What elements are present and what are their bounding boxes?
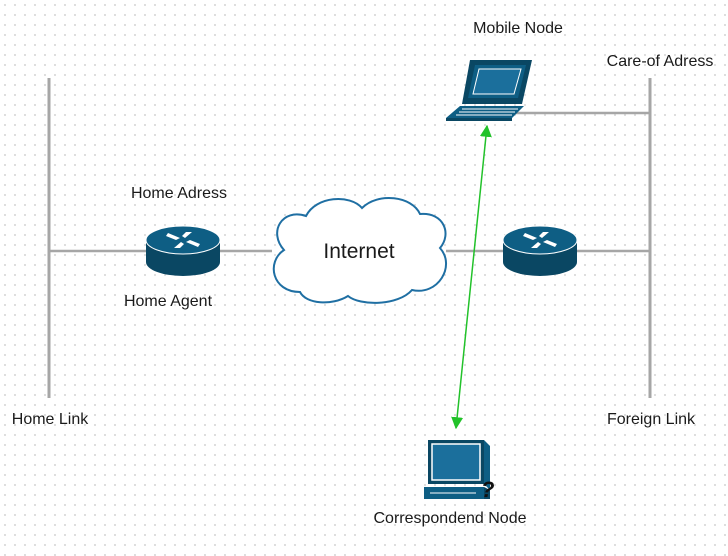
foreign-link-label: Foreign Link — [606, 411, 696, 428]
home-link-label: Home Link — [11, 411, 89, 428]
internet-label: Internet — [323, 240, 395, 263]
home-agent-router-icon — [145, 225, 221, 276]
home-address-label: Home Adress — [130, 185, 228, 202]
foreign-agent-router-icon — [502, 225, 578, 276]
internet-cloud-icon — [272, 196, 447, 304]
signal-path-arrow — [451, 124, 492, 430]
correspondent-node-label: Correspondend Node — [373, 510, 527, 527]
home-agent-label: Home Agent — [123, 293, 213, 310]
mobile-node-laptop-icon — [446, 60, 532, 121]
mobile-node-label: Mobile Node — [473, 20, 563, 37]
question-mark-label: ? — [481, 477, 495, 502]
care-of-address-label: Care-of Adress — [606, 53, 714, 70]
correspondent-node-desktop-icon — [424, 440, 490, 499]
